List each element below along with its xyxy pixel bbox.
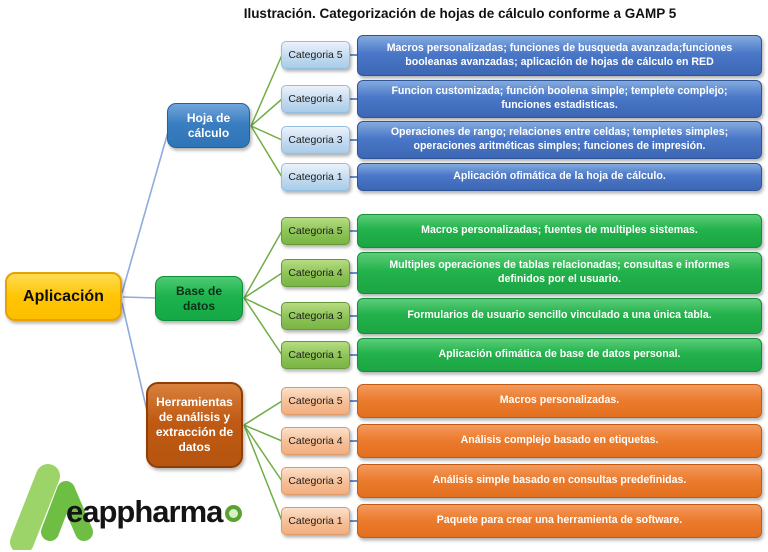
eappharma-logo: eappharma: [66, 494, 243, 530]
category-label: Categoria 5: [281, 41, 350, 69]
category-label: Categoria 4: [281, 427, 350, 455]
category-label: Categoria 3: [281, 126, 350, 154]
category-label: Categoria 5: [281, 217, 350, 245]
category-description: Operaciones de rango; relaciones entre c…: [357, 121, 762, 159]
branch-node-base-de-datos: Base de datos: [155, 276, 243, 321]
eappharma-logo-dot-icon: [225, 505, 243, 522]
eappharma-logo-text: eappharma: [66, 494, 223, 529]
eappharma-logo-mark: [10, 464, 93, 550]
category-description: Análisis simple basado en consultas pred…: [357, 464, 762, 498]
category-label: Categoria 3: [281, 302, 350, 330]
category-description: Macros personalizadas; funciones de busq…: [357, 35, 762, 76]
category-label: Categoria 3: [281, 467, 350, 495]
category-description: Funcion customizada; función boolena sim…: [357, 80, 762, 118]
category-description: Aplicación ofimática de base de datos pe…: [357, 338, 762, 372]
root-node-aplicacion: Aplicación: [5, 272, 122, 321]
category-label: Categoria 5: [281, 387, 350, 415]
category-description: Formularios de usuario sencillo vinculad…: [357, 298, 762, 334]
category-description: Paquete para crear una herramienta de so…: [357, 504, 762, 538]
branch-node-hoja-de-calculo: Hoja de cálculo: [167, 103, 250, 148]
page-title: Ilustración. Categorización de hojas de …: [243, 6, 677, 21]
category-label: Categoria 1: [281, 507, 350, 535]
category-label: Categoria 4: [281, 259, 350, 287]
branch-node-herramientas: Herramientas de análisis y extracción de…: [146, 382, 243, 468]
category-description: Macros personalizadas; fuentes de multip…: [357, 214, 762, 248]
category-description: Macros personalizadas.: [357, 384, 762, 418]
category-label: Categoria 1: [281, 341, 350, 369]
category-description: Multiples operaciones de tablas relacion…: [357, 252, 762, 294]
category-description: Análisis complejo basado en etiquetas.: [357, 424, 762, 458]
category-label: Categoria 1: [281, 163, 350, 191]
category-description: Aplicación ofimática de la hoja de cálcu…: [357, 163, 762, 191]
category-label: Categoria 4: [281, 85, 350, 113]
